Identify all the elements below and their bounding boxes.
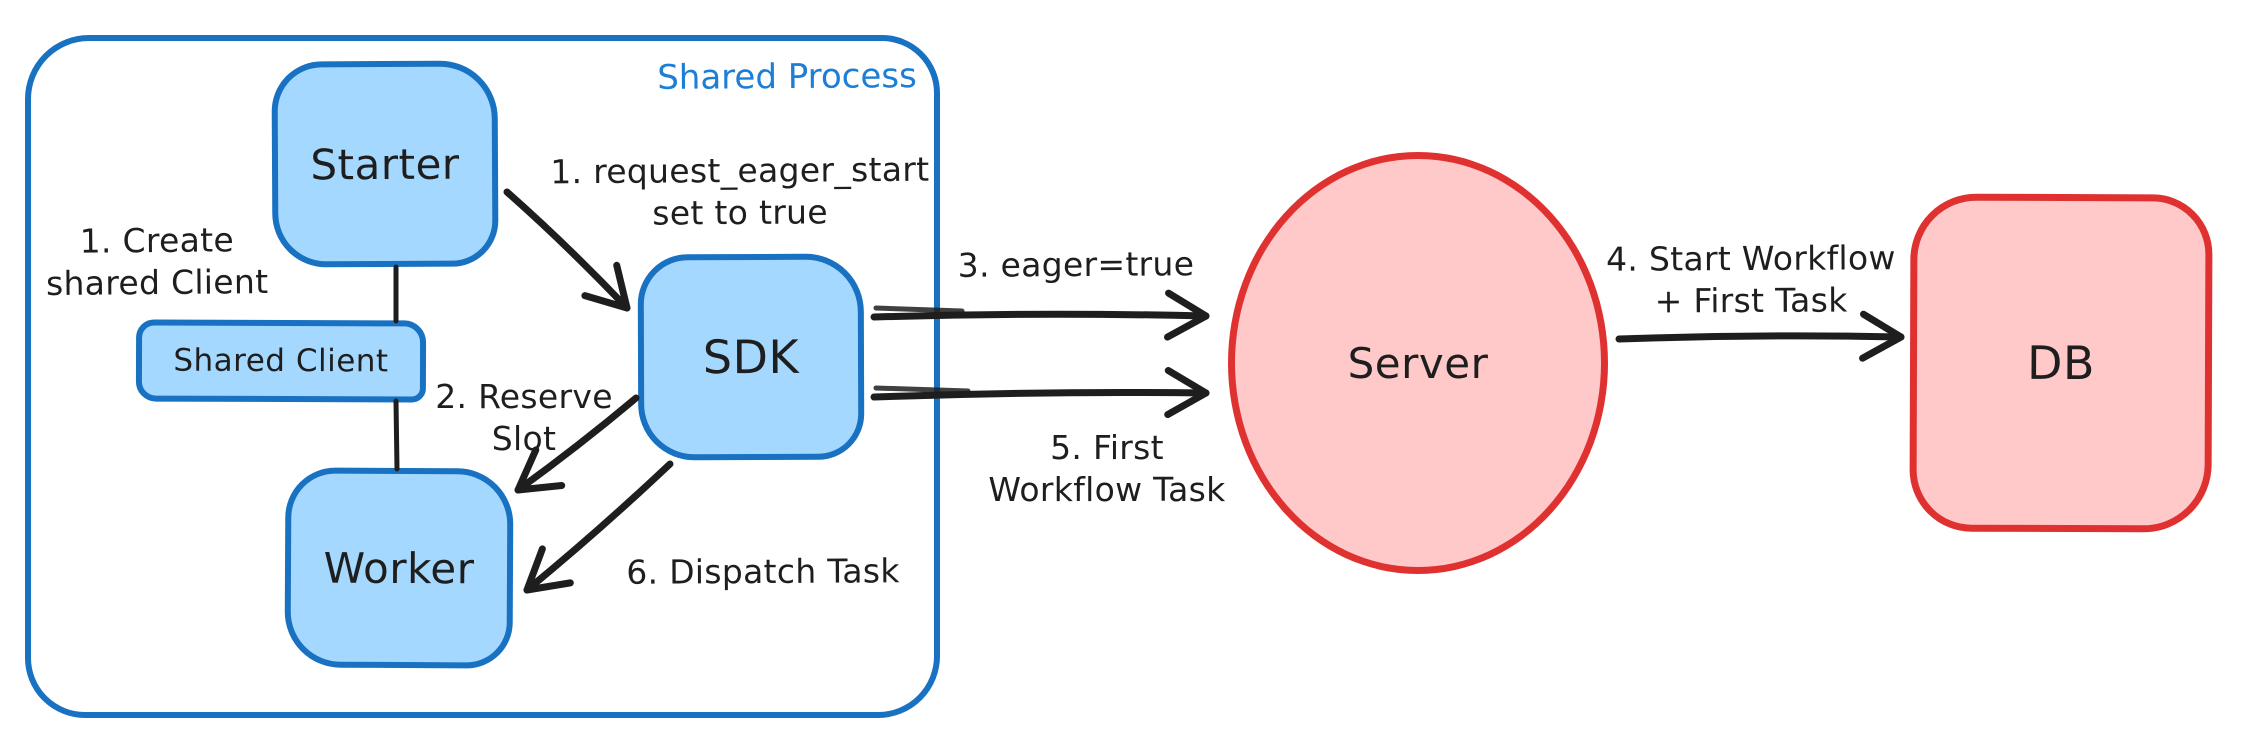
node-starter: Starter — [271, 60, 499, 268]
annotation-line: 6. Dispatch Task — [626, 551, 900, 592]
annotation-reserve-slot: 2. Reserve Slot — [435, 376, 613, 460]
annotation-request-eager-start: 1. request_eager_start set to true — [550, 149, 930, 236]
annotation-line: + First Task — [1654, 280, 1848, 321]
annotation-start-workflow: 4. Start Workflow + First Task — [1606, 237, 1896, 323]
node-db: DB — [1909, 193, 2213, 533]
node-worker: Worker — [284, 467, 514, 669]
annotation-first-workflow-task: 5. First Workflow Task — [988, 427, 1225, 511]
annotation-line: 2. Reserve — [435, 377, 613, 416]
annotation-create-shared-client: 1. Create shared Client — [45, 219, 269, 305]
annotation-eager-true: 3. eager=true — [958, 243, 1195, 287]
annotation-line: 3. eager=true — [957, 244, 1195, 285]
node-sdk-label: SDK — [702, 329, 800, 385]
annotation-line: 4. Start Workflow — [1605, 238, 1896, 279]
node-starter-label: Starter — [310, 139, 460, 189]
node-server-label: Server — [1347, 338, 1489, 388]
arrow-server-db-start-workflow — [1615, 310, 1905, 362]
shared-process-container: Shared Process — [25, 35, 940, 718]
node-server: Server — [1228, 152, 1608, 574]
annotation-line: Workflow Task — [988, 470, 1226, 509]
node-shared-client: Shared Client — [135, 319, 427, 403]
shared-process-label: Shared Process — [657, 56, 917, 98]
annotation-line: Slot — [491, 419, 557, 458]
annotation-line: 5. First — [1050, 428, 1164, 467]
node-shared-client-label: Shared Client — [173, 342, 389, 380]
annotation-line: 1. request_eager_start — [550, 149, 930, 192]
node-sdk: SDK — [637, 253, 865, 461]
annotation-line: set to true — [652, 192, 829, 233]
annotation-line: shared Client — [45, 262, 269, 303]
node-worker-label: Worker — [323, 543, 475, 593]
annotation-line: 1. Create — [79, 220, 235, 261]
node-db-label: DB — [2026, 335, 2096, 391]
annotation-dispatch-task: 6. Dispatch Task — [626, 550, 900, 593]
